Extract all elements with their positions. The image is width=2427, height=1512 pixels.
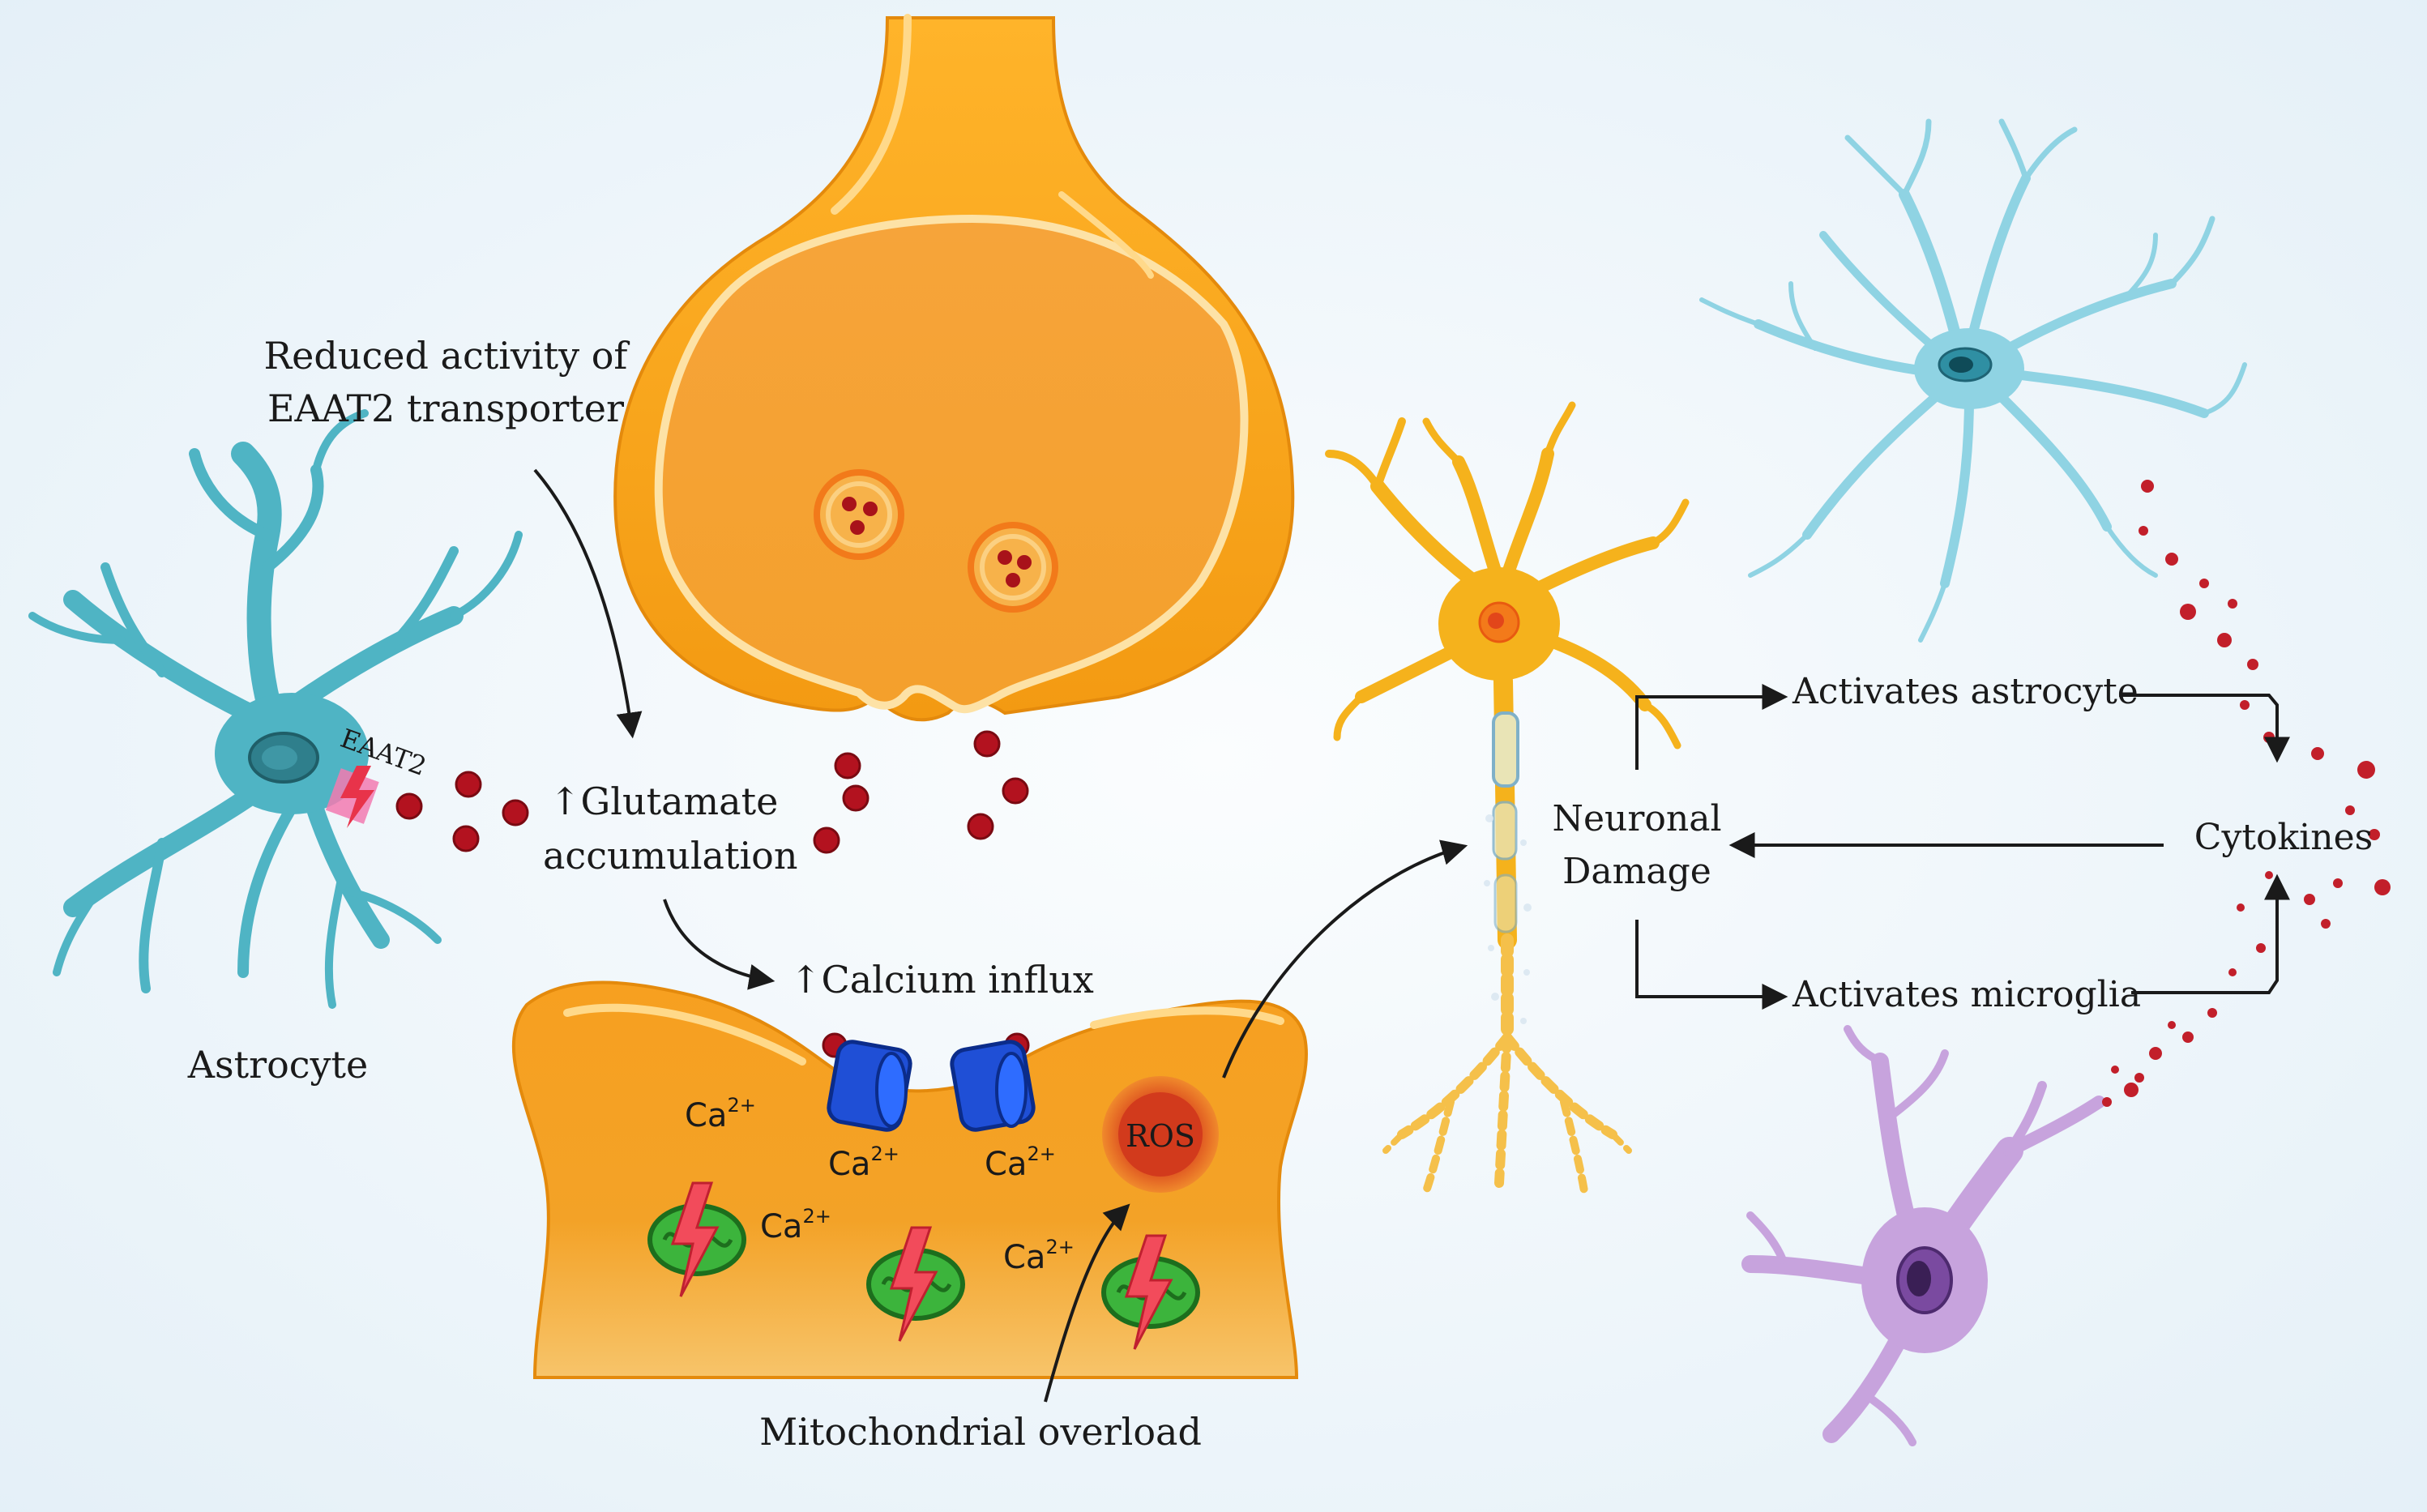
arrow-damage-to-microglia	[1635, 920, 1788, 1010]
eaat2-reduced-line2: EAAT2 transporter	[267, 387, 624, 430]
damage-bolt-icon	[889, 1226, 938, 1342]
arrow-glutamate-to-calcium	[663, 899, 776, 990]
neuron-cell	[1325, 401, 1690, 1195]
arrow-microglia-to-cytokines	[2131, 873, 2290, 994]
damage-bolt-icon	[1124, 1234, 1173, 1350]
arrow-astrocyte-to-cytokines	[2119, 694, 2290, 763]
reactive-astrocyte-cell	[1699, 118, 2247, 643]
calcium-channel	[827, 1040, 912, 1132]
calcium-ion-label: Ca2+	[760, 1205, 831, 1245]
activates-microglia-label: Activates microglia	[1792, 974, 2141, 1015]
synaptic-vesicle	[968, 522, 1058, 613]
astrocyte-label: Astrocyte	[187, 1043, 368, 1087]
glutamate-label-line1: ↑Glutamate	[549, 779, 778, 823]
svg-text:Ca2+: Ca2+	[1003, 1236, 1075, 1276]
astrocyte-cell	[28, 409, 523, 1009]
ros-label: ROS	[1126, 1118, 1195, 1154]
arrow-mito-to-ros	[1044, 1203, 1130, 1403]
mitochondrion	[1101, 1234, 1200, 1350]
cytokines-label: Cytokines	[2194, 817, 2373, 858]
calcium-channel	[950, 1040, 1036, 1132]
neuronal-damage-line2: Damage	[1562, 851, 1711, 892]
synaptic-vesicle	[814, 469, 904, 560]
calcium-ion-label: Ca2+	[828, 1143, 899, 1183]
calcium-influx-label: ↑Calcium influx	[790, 958, 1094, 1002]
arrow-damage-to-astrocyte	[1635, 684, 1788, 770]
microglia-cell	[1741, 1025, 2105, 1446]
presynaptic-terminal	[613, 14, 1295, 722]
arrow-eaat2-to-glutamate	[533, 468, 643, 739]
glutamate-molecules	[395, 730, 1030, 1058]
mitochondrion	[866, 1226, 965, 1342]
calcium-ion-label: Ca2+	[685, 1094, 756, 1134]
glutamate-label-line2: accumulation	[543, 834, 797, 878]
svg-text:Ca2+: Ca2+	[685, 1094, 756, 1134]
activates-astrocyte-label: Activates astrocyte	[1792, 671, 2139, 712]
calcium-ion-label: Ca2+	[1003, 1236, 1075, 1276]
eaat2-reduced-line1: Reduced activity of	[264, 334, 630, 378]
svg-text:Ca2+: Ca2+	[828, 1143, 899, 1183]
arrows	[533, 468, 2290, 1403]
svg-text:Ca2+: Ca2+	[760, 1205, 831, 1245]
postsynaptic-terminal: ROS Ca2+ Ca2+ Ca2+ Ca2+	[511, 980, 1309, 1379]
mitochondrial-overload-label: Mitochondrial overload	[759, 1410, 1202, 1454]
ros-bubble: ROS	[1102, 1076, 1219, 1193]
damage-bolt-icon	[670, 1181, 720, 1297]
mitochondrion	[647, 1181, 746, 1297]
svg-text:Ca2+: Ca2+	[985, 1143, 1056, 1183]
neuronal-damage-line1: Neuronal	[1552, 798, 1721, 839]
calcium-ion-label: Ca2+	[985, 1143, 1056, 1183]
arrow-ros-to-damage	[1222, 839, 1468, 1078]
